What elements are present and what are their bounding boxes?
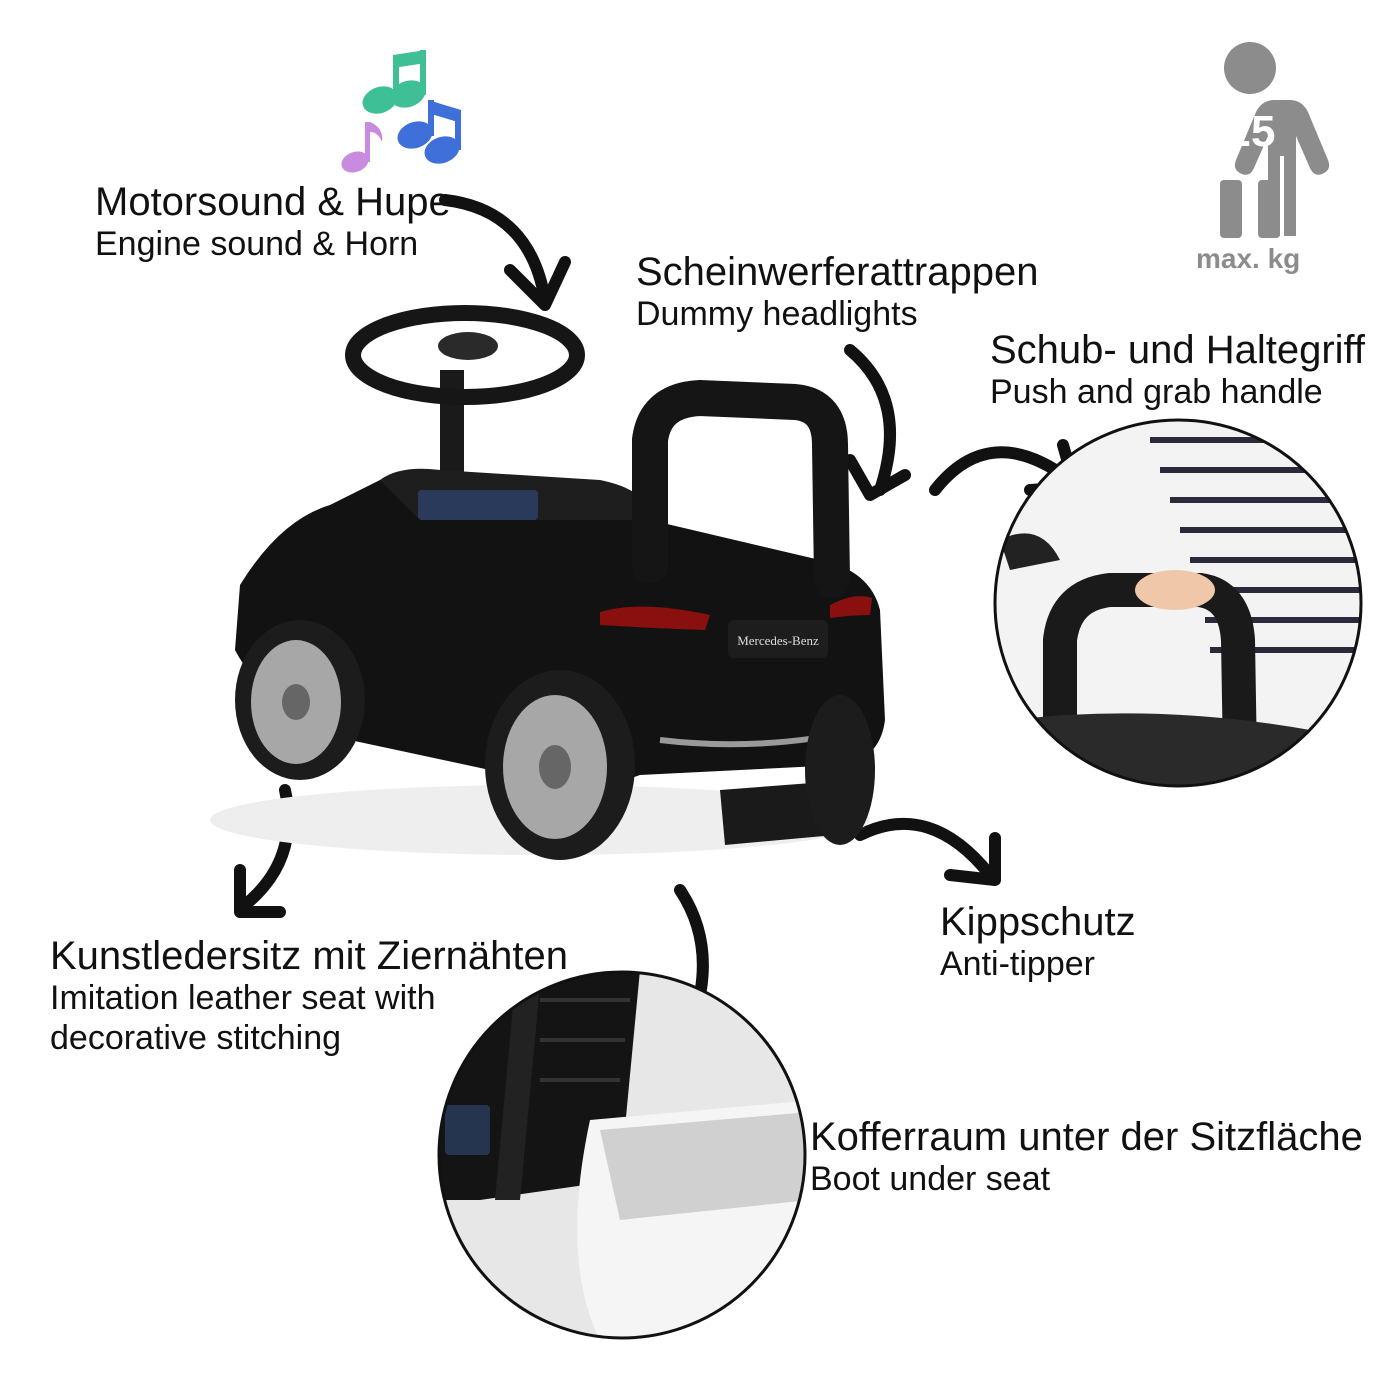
feature-sound-en: Engine sound & Horn — [95, 225, 419, 263]
car-badge: Mercedes-Benz — [737, 633, 819, 648]
boot-detail-inset — [437, 970, 807, 1340]
feature-seat-en-2: decorative stitching — [50, 1019, 342, 1057]
feature-headlights: Scheinwerferattrappen Dummy headlights — [636, 250, 1038, 334]
feature-seat-en-1: Imitation leather seat with — [50, 979, 436, 1017]
weight-limit-value: 25 — [1226, 107, 1276, 156]
feature-seat: Kunstledersitz mit Ziernähten Imitation … — [50, 934, 568, 1058]
feature-headlights-en: Dummy headlights — [636, 295, 918, 333]
feature-boot-en: Boot under seat — [810, 1160, 1051, 1198]
person-weight-icon — [1210, 42, 1330, 238]
car-illustration: Mercedes-Benz — [210, 305, 885, 860]
feature-boot-de: Kofferraum unter der Sitzfläche — [810, 1115, 1363, 1159]
feature-antitip: Kippschutz Anti-tipper — [940, 900, 1136, 984]
feature-boot: Kofferraum unter der Sitzfläche Boot und… — [810, 1115, 1363, 1199]
music-notes-icon — [341, 50, 461, 173]
feature-handle: Schub- und Haltegriff Push and grab hand… — [990, 328, 1365, 412]
feature-handle-de: Schub- und Haltegriff — [990, 328, 1366, 372]
weight-limit-unit: max. kg — [1196, 243, 1301, 274]
feature-sound-de: Motorsound & Hupe — [95, 180, 451, 224]
feature-sound: Motorsound & Hupe Engine sound & Horn — [95, 180, 451, 264]
feature-headlights-de: Scheinwerferattrappen — [636, 250, 1039, 294]
feature-antitip-en: Anti-tipper — [940, 945, 1095, 983]
feature-antitip-de: Kippschutz — [940, 900, 1136, 944]
feature-handle-en: Push and grab handle — [990, 373, 1323, 411]
feature-seat-de: Kunstledersitz mit Ziernähten — [50, 934, 569, 978]
